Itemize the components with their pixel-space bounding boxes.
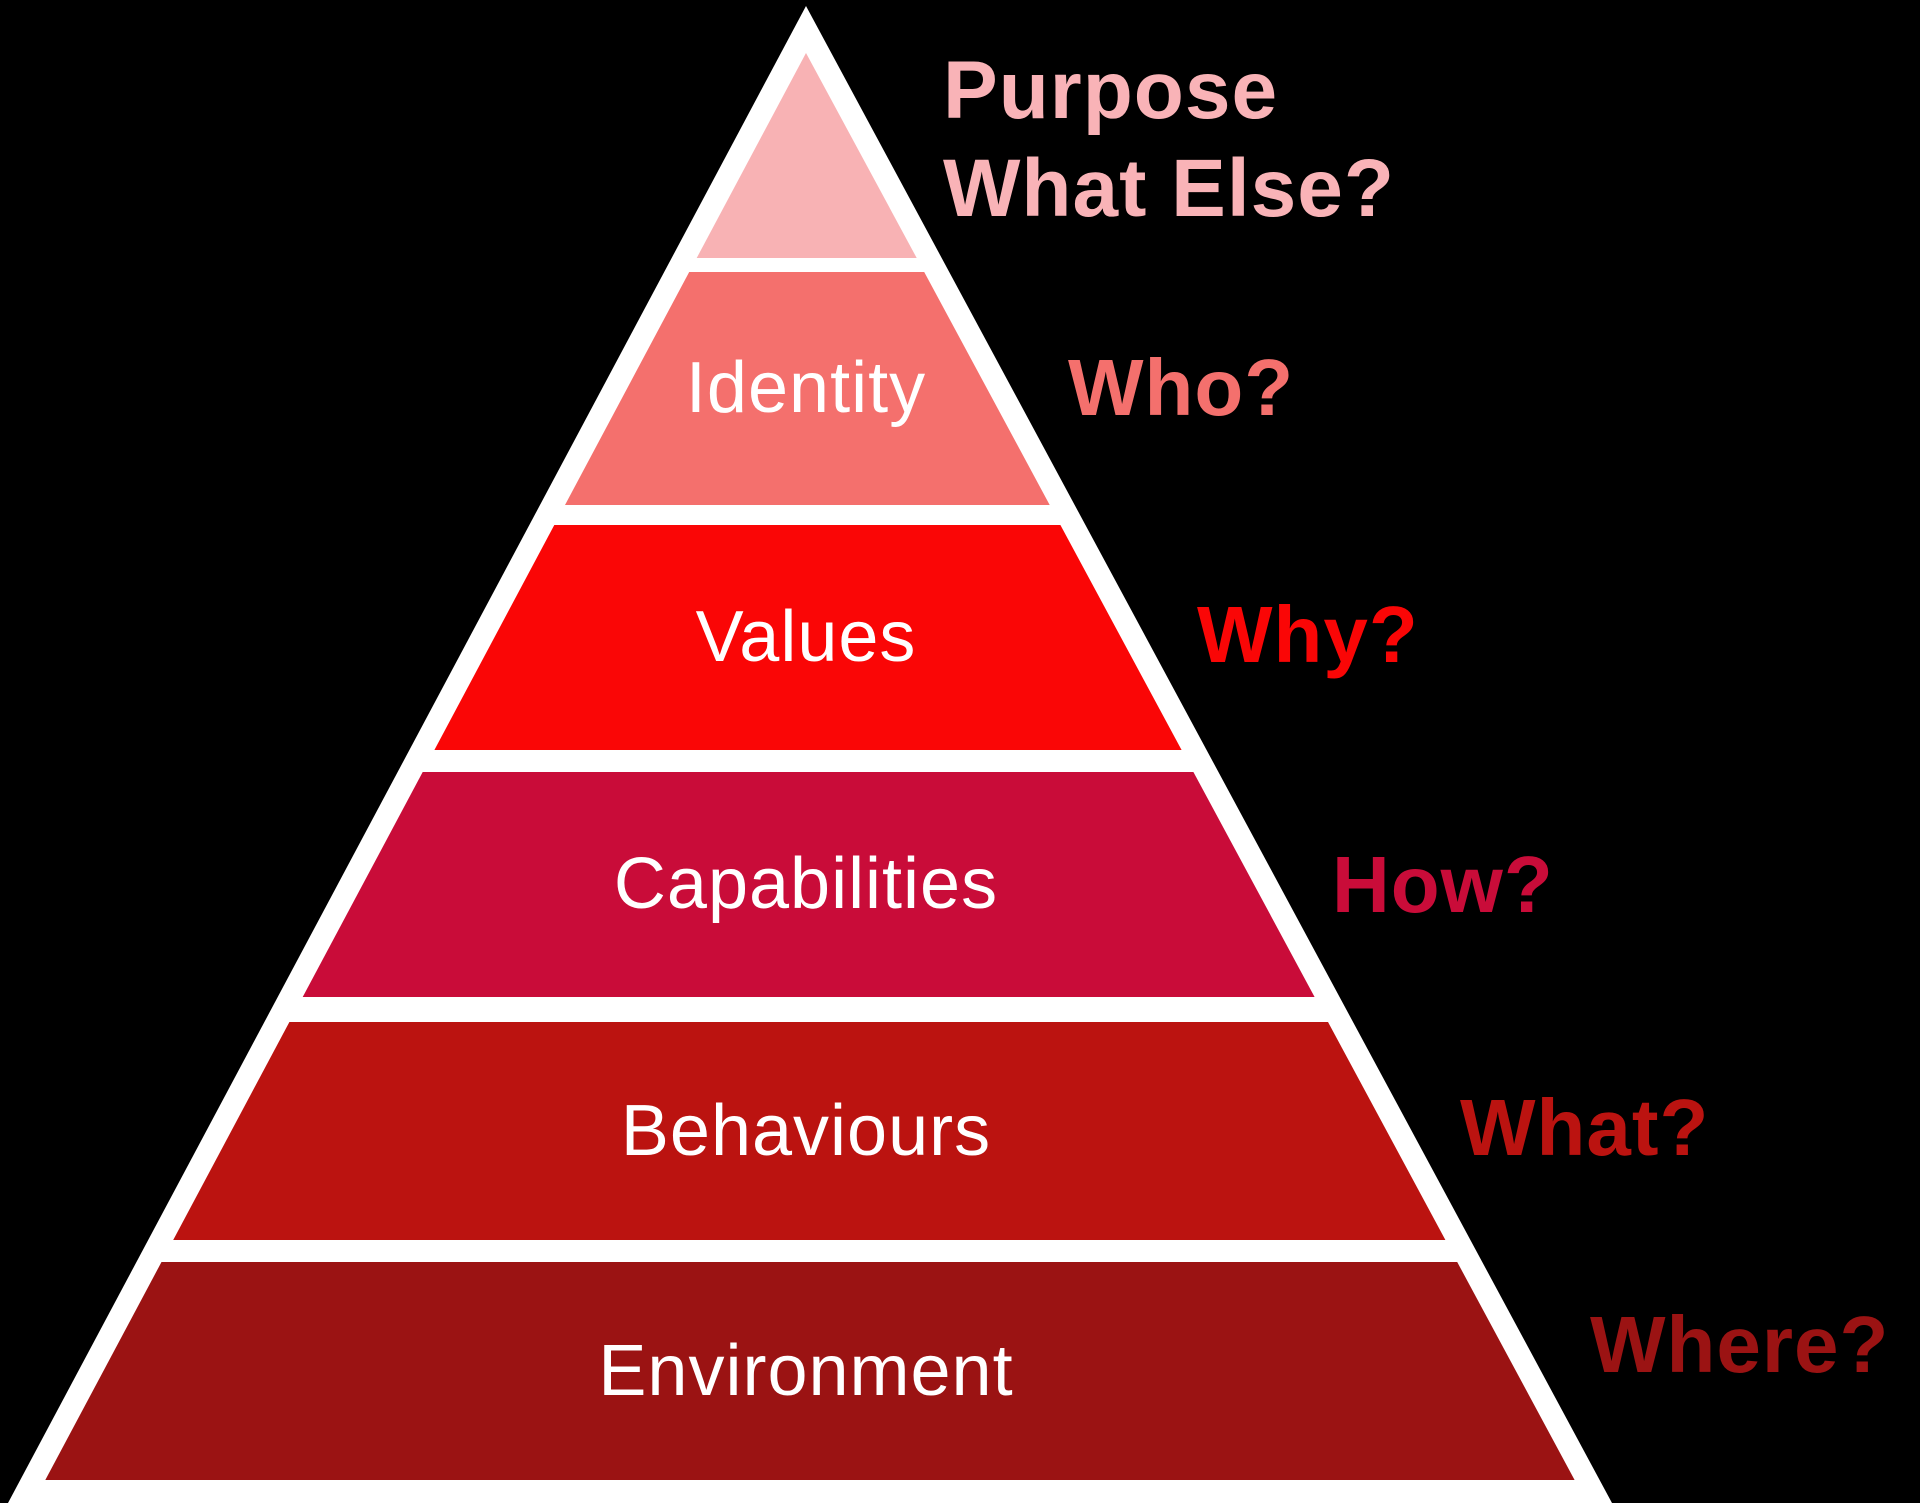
level-label-behaviours: Behaviours	[620, 1091, 992, 1171]
level-shape-purpose	[696, 53, 917, 258]
side-label-what: What?	[1460, 1083, 1710, 1172]
level-label-environment: Environment	[598, 1331, 1014, 1411]
side-label-where: Where?	[1590, 1300, 1890, 1389]
side-label-purpose: Purpose What Else?	[943, 42, 1395, 238]
level-shape-capabilities	[302, 772, 1315, 997]
level-label-capabilities: Capabilities	[613, 844, 999, 924]
level-shape-identity	[565, 272, 1050, 505]
level-shape-values	[434, 525, 1182, 750]
side-label-who: Who?	[1068, 343, 1295, 432]
side-label-why: Why?	[1197, 590, 1419, 679]
level-label-values: Values	[695, 597, 917, 677]
level-shape-behaviours	[173, 1022, 1446, 1240]
level-shape-environment	[45, 1262, 1575, 1480]
side-label-purpose-line2: What Else?	[943, 143, 1395, 234]
side-label-purpose-line1: Purpose	[943, 45, 1279, 136]
side-label-how: How?	[1332, 840, 1554, 929]
level-label-identity: Identity	[685, 348, 927, 428]
